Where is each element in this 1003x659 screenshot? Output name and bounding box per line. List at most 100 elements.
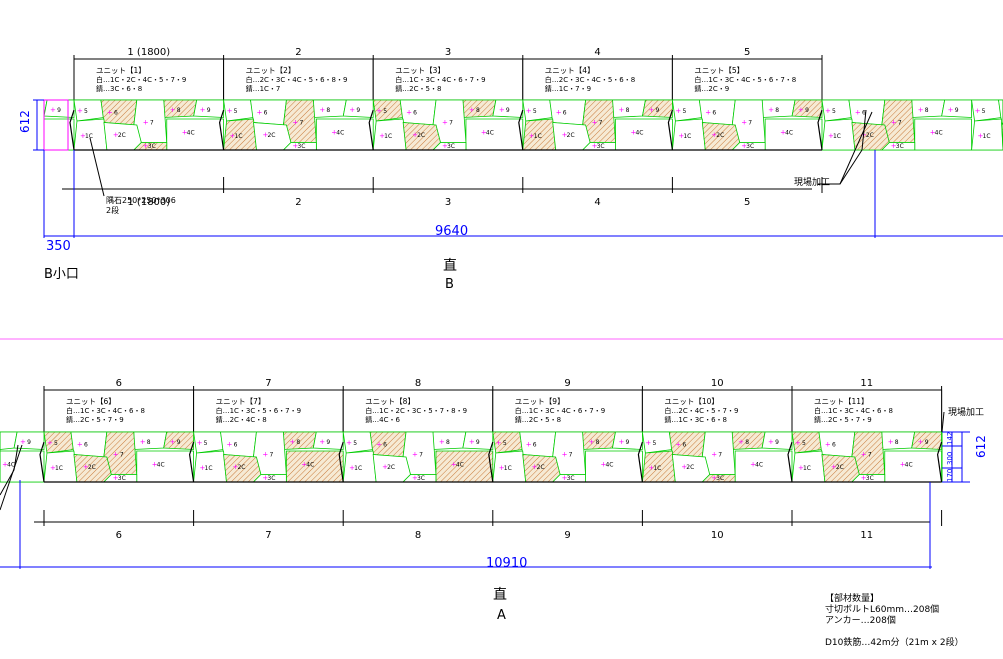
unit-bottom-number: 2 — [295, 197, 301, 208]
anchor-marker: + — [451, 461, 457, 469]
stone-label: 4C — [456, 462, 464, 469]
view-title-a: 直 — [493, 587, 507, 603]
unit-name: ユニット【2】 — [246, 66, 296, 75]
stone-4C — [166, 118, 225, 151]
unit-name: ユニット【4】 — [545, 66, 595, 75]
stone-label: 4C — [785, 130, 793, 137]
anchor-marker: + — [678, 132, 684, 140]
unit-name: ユニット【3】 — [395, 66, 445, 75]
stone-label: 5 — [54, 440, 58, 447]
anchor-marker: + — [442, 119, 448, 127]
unit-number: 5 — [744, 47, 750, 58]
anchor-marker: + — [888, 438, 894, 446]
anchor-marker: + — [496, 439, 502, 447]
stone-label: 5 — [533, 108, 537, 115]
anchor-marker: + — [319, 438, 325, 446]
anchor-marker: + — [711, 451, 717, 459]
stone-label: 4C — [755, 462, 763, 469]
materials-heading: 【部材数量】 — [825, 594, 880, 604]
anchor-marker: + — [795, 439, 801, 447]
stone-label: 8 — [925, 107, 929, 114]
unit-name: ユニット【11】 — [814, 397, 869, 406]
stone-label: 8 — [596, 439, 600, 446]
stone-label: 7 — [748, 120, 752, 127]
unit-box — [671, 58, 823, 101]
unit-rust-stones: 錆…1C・3C・6・8 — [664, 415, 727, 424]
anchor-marker: + — [442, 142, 448, 150]
anchor-marker: + — [529, 132, 535, 140]
materials-bolt: 寸切ボルトL60mm…208個 — [825, 605, 940, 615]
stone-label: 5 — [832, 108, 836, 115]
stone-4C — [764, 118, 823, 151]
stone-label: 1C — [384, 133, 392, 140]
sub-dim-middle: 300 — [946, 451, 954, 465]
stone-4C — [465, 118, 524, 151]
stone-label: 6 — [832, 442, 836, 449]
anchor-marker: + — [481, 129, 487, 137]
stone-label: 3C — [567, 475, 575, 482]
unit-white-stones: 白…2C・4C・5・7・9 — [664, 406, 738, 415]
anchor-marker: + — [711, 131, 717, 139]
stone-label: 8 — [326, 107, 330, 114]
anchor-marker: + — [379, 132, 385, 140]
unit-number: 3 — [445, 47, 451, 58]
stone-label: 4C — [605, 462, 613, 469]
unit-white-stones: 白…1C・2C・4C・5・7・9 — [96, 75, 186, 84]
field-processing-note-b: 現場加工 — [794, 178, 831, 188]
unit-box — [223, 58, 374, 101]
anchor-marker: + — [975, 107, 981, 115]
stone-label: 1C — [85, 133, 93, 140]
unit-white-stones: 白…2C・3C・4C・5・6・8 — [545, 75, 635, 84]
stone-9 — [342, 99, 374, 118]
stone-9 — [642, 99, 673, 118]
stone-label: 9 — [775, 439, 779, 446]
anchor-marker: + — [526, 107, 532, 115]
stone-label: 2C — [237, 464, 245, 471]
unit-white-stones: 白…1C・3C・4C・6・8 — [814, 406, 893, 415]
anchor-marker: + — [292, 142, 298, 150]
stone-label: 1C — [803, 465, 811, 472]
anchor-marker: + — [439, 438, 445, 446]
stone-label: 7 — [599, 120, 603, 127]
stone-label: 9 — [506, 107, 510, 114]
stone-9 — [163, 431, 195, 450]
anchor-marker: + — [289, 438, 295, 446]
stone-label: 7 — [868, 452, 872, 459]
anchor-marker: + — [262, 451, 268, 459]
stone-label: 8 — [296, 439, 300, 446]
unit-number: 2 — [295, 47, 301, 58]
stone-label: 5 — [204, 440, 208, 447]
stone-label: 8 — [775, 107, 779, 114]
stone-9 — [462, 431, 494, 450]
anchor-marker: + — [256, 109, 262, 117]
anchor-marker: + — [645, 439, 651, 447]
stone-label: 1C — [983, 133, 991, 140]
anchor-marker: + — [600, 461, 606, 469]
unit-box — [492, 389, 643, 433]
stone-4C — [615, 118, 673, 151]
stone-9 — [193, 99, 225, 118]
anchor-marker: + — [406, 109, 412, 117]
anchor-marker: + — [499, 106, 505, 114]
stone-label: 7 — [569, 452, 573, 459]
anchor-marker: + — [798, 106, 804, 114]
stone-label: 9 — [805, 107, 809, 114]
field-processing-note-a: 現場加工 — [948, 408, 985, 418]
stone-label: 4C — [157, 462, 165, 469]
anchor-marker: + — [750, 461, 756, 469]
stone-label: 5 — [682, 108, 686, 115]
anchor-marker: + — [891, 119, 897, 127]
stone-label: 3C — [597, 143, 605, 150]
unit-white-stones: 白…2C・3C・4C・5・6・8・9 — [246, 75, 348, 84]
anchor-marker: + — [182, 129, 188, 137]
total-dimension-a: 10910 — [486, 556, 528, 571]
unit-rust-stones: 錆…4C・6 — [365, 415, 400, 424]
anchor-marker: + — [262, 131, 268, 139]
anchor-marker: + — [526, 441, 532, 449]
stone-label: 7 — [718, 452, 722, 459]
anchor-marker: + — [592, 142, 598, 150]
unit-number: 9 — [564, 378, 570, 389]
stone-label: 8 — [626, 107, 630, 114]
view-title-b: 直 — [443, 258, 457, 274]
